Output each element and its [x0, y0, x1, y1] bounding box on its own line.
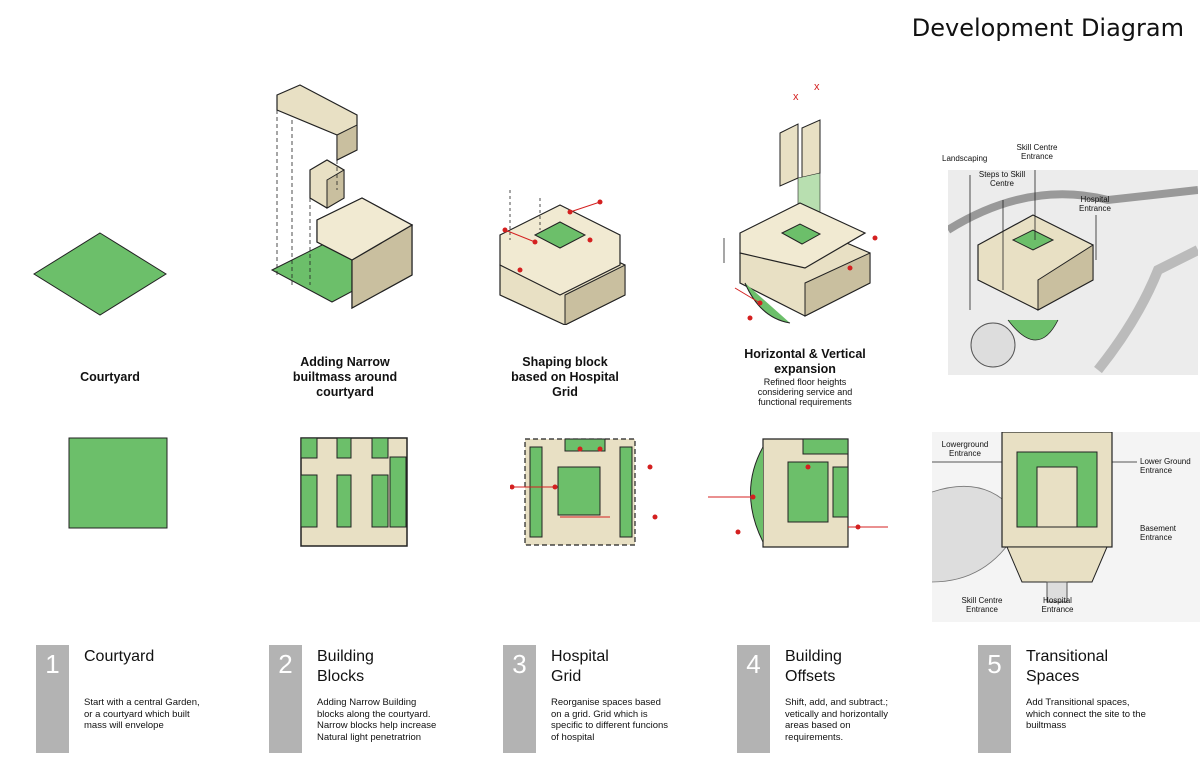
step-title: Transitional Spaces: [1026, 648, 1109, 685]
step-description: Shift, add, and subtract.; vetically and…: [785, 697, 888, 743]
step-description: Start with a central Garden, or a courty…: [84, 697, 200, 731]
step-title: Building Blocks: [317, 648, 374, 685]
label-hospital-entrance-plan: Hospital Entrance: [1041, 596, 1074, 614]
plan-building-blocks: [300, 437, 408, 547]
label-skill-centre-entrance-plan: Skill Centre Entrance: [961, 596, 1003, 614]
iso-courtyard: [33, 232, 167, 316]
caption-narrow-builtmass: Adding Narrow builtmass around courtyard: [292, 355, 398, 399]
svg-text:x: x: [814, 81, 820, 93]
plan-courtyard: [68, 437, 168, 529]
label-lowerground-entrance: Lowerground Entrance: [941, 440, 989, 458]
iso-expansion: x x: [723, 81, 878, 324]
plan-transitional-spaces: [932, 432, 1200, 622]
diagram-title: Development Diagram: [911, 14, 1184, 42]
step-title: Courtyard: [84, 648, 155, 665]
label-steps-to-skill-centre: Steps to Skill Centre: [978, 170, 1026, 188]
step-description: Add Transitional spaces, which connect t…: [1026, 697, 1146, 731]
label-hospital-entrance-iso: Hospital Entrance: [1078, 195, 1112, 213]
step-number: 3: [503, 645, 536, 753]
plan-building-offsets: [708, 438, 888, 548]
plan-hospital-grid: [510, 438, 658, 546]
caption-expansion-sub: Refined floor heights considering servic…: [757, 377, 853, 407]
label-basement-entrance: Basement Entrance: [1140, 524, 1177, 542]
caption-shaping-block: Shaping block based on Hospital Grid: [511, 355, 619, 399]
step-number: 5: [978, 645, 1011, 753]
iso-building-blocks: [270, 84, 414, 310]
step-number: 2: [269, 645, 302, 753]
label-landscaping: Landscaping: [942, 154, 988, 163]
step-description: Reorganise spaces based on a grid. Grid …: [551, 697, 669, 743]
label-lower-ground-entrance: Lower Ground Entrance: [1140, 457, 1191, 475]
label-skill-centre-entrance-iso: Skill Centre Entrance: [1016, 143, 1058, 161]
iso-site: [948, 170, 1198, 375]
step-title: Hospital Grid: [551, 648, 609, 685]
step-title: Building Offsets: [785, 648, 842, 685]
caption-courtyard: Courtyard: [80, 370, 140, 384]
step-number: 4: [737, 645, 770, 753]
step-number: 1: [36, 645, 69, 753]
iso-hospital-grid: [499, 190, 626, 325]
step-description: Adding Narrow Building blocks along the …: [317, 697, 437, 743]
svg-text:x: x: [793, 91, 799, 103]
